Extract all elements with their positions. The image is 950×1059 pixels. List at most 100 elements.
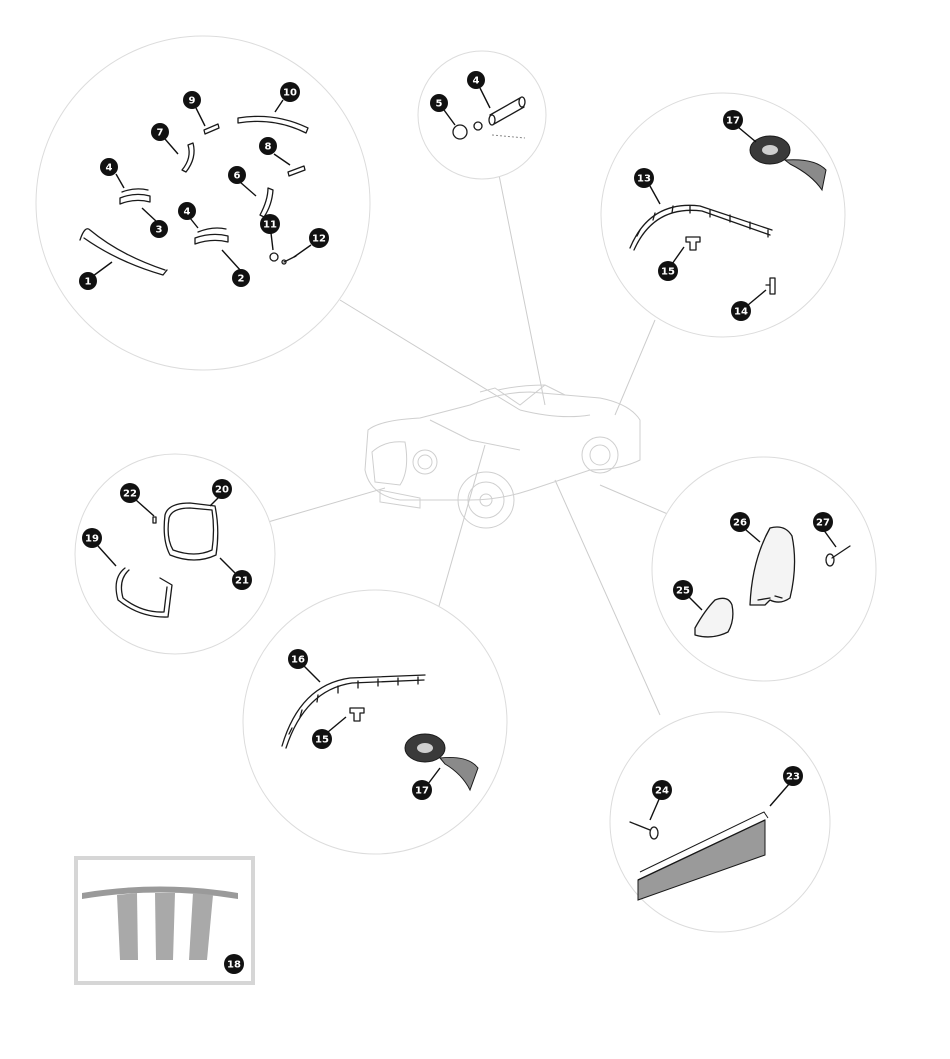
part-8-piece [287,165,306,177]
part-15-clip-b [349,707,365,722]
svg-text:1: 1 [85,277,92,288]
part-17-tape-roll-b [404,733,479,792]
detail-circle-front-arch [242,589,508,855]
svg-text:7: 7 [157,128,164,139]
callout-24: 24 [652,780,672,800]
detail-circle-panel [651,456,877,682]
callout-arrows [92,87,837,821]
callout-15: 15 [658,261,678,281]
callout-6: 6 [228,166,246,184]
svg-text:17: 17 [415,786,429,797]
svg-text:4: 4 [106,163,113,174]
part-24-rivet [629,821,659,840]
detail-circle-sill [609,711,831,933]
part-11-washer [269,252,279,262]
part-13-beading [629,204,773,251]
callout-13: 13 [634,168,654,188]
callout-12: 12 [309,228,329,248]
callout-5: 5 [430,94,448,112]
callout-23: 23 [783,766,803,786]
svg-text:25: 25 [676,586,690,597]
svg-text:16: 16 [291,655,305,666]
part-14-clip [765,277,776,295]
part-3-4-clip [119,188,151,205]
part-tube [488,96,526,126]
callout-26: 26 [730,512,750,532]
svg-text:14: 14 [734,307,748,318]
inset-part-18 [74,856,255,985]
svg-text:2: 2 [238,274,245,285]
callout-14: 14 [731,301,751,321]
part-17-tape-roll [749,135,827,192]
callout-10: 10 [280,82,300,102]
callout-27: 27 [813,512,833,532]
svg-text:22: 22 [123,489,137,500]
leader-lines [267,164,671,716]
callouts: 1 2 3 4 4 6 7 8 9 10 11 12 5 4 13 15 14 … [79,71,833,974]
callout-1: 1 [79,272,97,290]
detail-circle-side [74,453,276,655]
part-5-grommet [452,121,483,140]
svg-text:15: 15 [315,735,329,746]
detail-circle-rear-arch [600,92,846,338]
callout-9: 9 [183,91,201,109]
svg-text:6: 6 [234,171,241,182]
detail-circle-top [417,50,547,180]
part-7-strip [181,142,195,173]
svg-text:24: 24 [655,786,669,797]
callout-16: 16 [288,649,308,669]
svg-text:19: 19 [85,534,99,545]
svg-text:9: 9 [189,96,196,107]
callout-15: 15 [312,729,332,749]
callout-22: 22 [120,483,140,503]
svg-text:18: 18 [227,960,241,971]
svg-text:4: 4 [473,76,480,87]
svg-text:27: 27 [816,518,830,529]
part-6-strip [259,187,274,218]
car-illustration [364,384,641,529]
callout-18: 18 [224,954,244,974]
svg-text:17: 17 [726,116,740,127]
callout-2: 2 [232,269,250,287]
svg-text:8: 8 [265,142,272,153]
detail-circle-front [35,35,371,371]
part-16-beading [281,674,426,749]
callout-3: 3 [150,220,168,238]
svg-text:26: 26 [733,518,747,529]
svg-text:21: 21 [235,576,249,587]
svg-text:3: 3 [156,225,163,236]
svg-text:23: 23 [786,772,800,783]
callout-4: 4 [100,158,118,176]
part-22-clip [152,516,157,524]
svg-text:20: 20 [215,485,229,496]
callout-25: 25 [673,580,693,600]
svg-text:11: 11 [263,220,277,231]
part-19-seal [115,567,173,618]
part-23-sill-strip [637,811,769,901]
svg-text:5: 5 [436,99,443,110]
part-27-rivet [825,545,851,567]
part-25-panel [694,597,734,638]
callout-21: 21 [232,570,252,590]
callout-17: 17 [723,110,743,130]
svg-text:15: 15 [661,267,675,278]
callout-17: 17 [412,780,432,800]
svg-text:10: 10 [283,88,297,99]
part-15-clip [685,236,701,251]
callout-19: 19 [82,528,102,548]
part-9-piece [203,123,220,135]
callout-11: 11 [260,214,280,234]
part-2-4-clip [194,227,229,245]
callout-4: 4 [467,71,485,89]
callout-8: 8 [259,137,277,155]
svg-text:12: 12 [312,234,326,245]
part-1-strip [79,228,168,276]
svg-text:4: 4 [184,207,191,218]
svg-text:13: 13 [637,174,651,185]
callout-20: 20 [212,479,232,499]
callout-7: 7 [151,123,169,141]
part-26-panel [749,526,796,606]
callout-4: 4 [178,202,196,220]
part-20-21-seal [163,502,219,561]
